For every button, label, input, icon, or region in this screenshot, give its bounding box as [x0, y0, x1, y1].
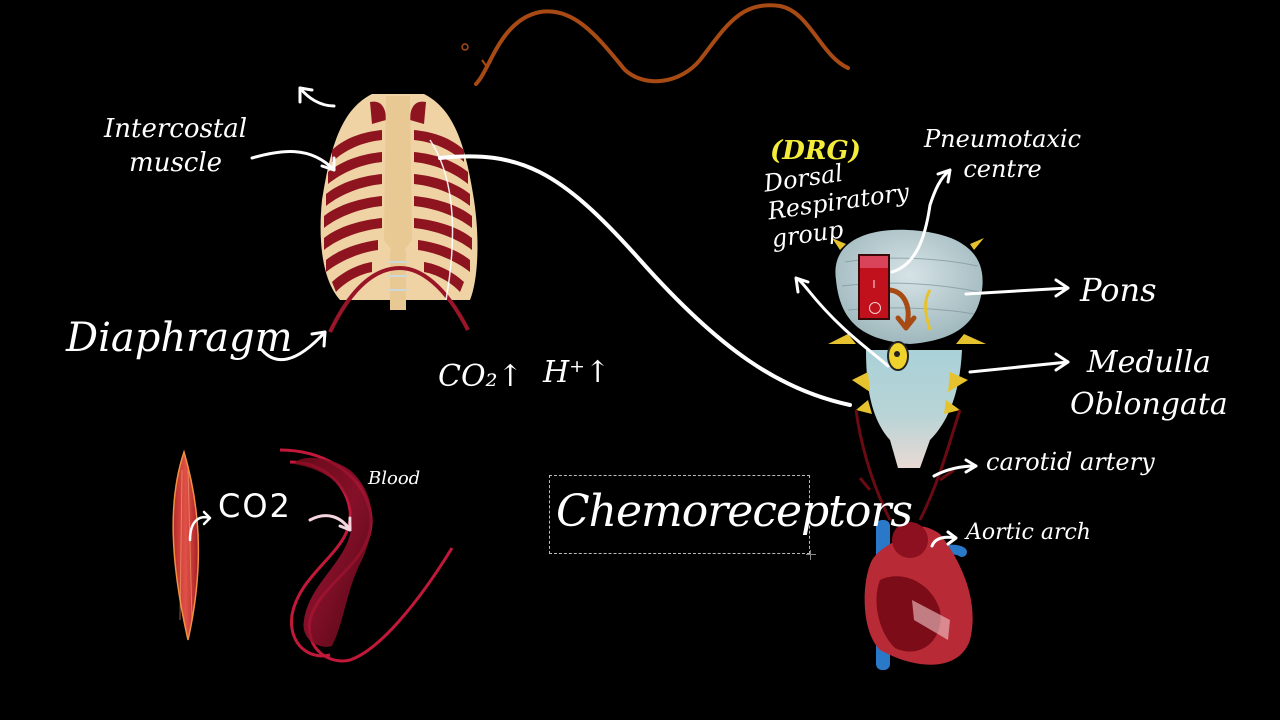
- blood-label: Blood: [368, 468, 421, 489]
- blood-vessel: [279, 448, 454, 663]
- carotid-arteries: [854, 409, 962, 521]
- chemoreceptors-selection-box[interactable]: [549, 475, 810, 554]
- pneumotaxic-switch-icon: I: [858, 254, 890, 320]
- intercostal-arrow: [250, 150, 336, 172]
- annotation-arrows: [794, 168, 1070, 548]
- co2-increase-label: CO₂↑: [438, 359, 523, 394]
- intercostal-muscle-label: Intercostal muscle: [104, 114, 248, 178]
- arrow-icon: [298, 86, 336, 108]
- switch-top-band: [860, 256, 888, 268]
- diaphragm-label: Diaphragm: [66, 315, 293, 361]
- nerve-pathway-curve: [438, 154, 852, 407]
- rib-cage: [320, 94, 478, 310]
- carotid-artery-label: carotid artery: [986, 448, 1155, 476]
- aortic-arch-label: Aortic arch: [966, 520, 1091, 545]
- diaphragm-arrow: [260, 330, 327, 362]
- chemoreceptors-label[interactable]: Chemoreceptors: [556, 486, 913, 537]
- drg-label: (DRG): [770, 136, 861, 166]
- pons-label: Pons: [1080, 271, 1157, 309]
- medulla-oblongata-label: Medulla Oblongata: [1070, 345, 1228, 422]
- resize-handle-icon[interactable]: [806, 550, 816, 560]
- brainstem: [828, 229, 986, 468]
- switch-off-symbol: [869, 302, 881, 314]
- breathing-wave: [461, 3, 850, 86]
- heart: [864, 520, 973, 670]
- skeletal-muscle: [172, 449, 212, 641]
- h-ion-increase-label: H⁺↑: [543, 355, 611, 390]
- co2-label: CO2: [218, 487, 292, 525]
- pneumotaxic-centre-label: Pneumotaxic centre: [924, 125, 1082, 183]
- switch-on-symbol: I: [872, 278, 876, 291]
